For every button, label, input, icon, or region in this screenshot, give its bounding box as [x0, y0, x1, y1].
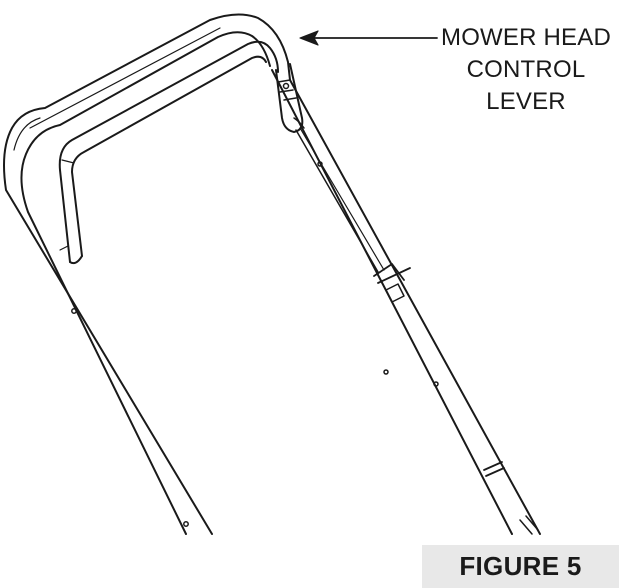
bail-loop — [58, 40, 279, 265]
figure-caption: FIGURE 5 — [459, 551, 582, 581]
figure-caption-box: FIGURE 5 — [422, 545, 619, 588]
bolt-holes — [71, 161, 439, 527]
callout-line-2: CONTROL — [466, 56, 586, 83]
callout-arrow — [299, 30, 438, 46]
lever-callout-label: MOWER HEAD CONTROL LEVER — [436, 22, 616, 118]
handle-outer-tube — [3, 13, 291, 535]
callout-line-3: LEVER — [486, 88, 566, 115]
callout-line-1: MOWER HEAD — [441, 24, 611, 51]
handle-right-leg — [271, 69, 541, 535]
handle-left-leg — [59, 245, 69, 251]
